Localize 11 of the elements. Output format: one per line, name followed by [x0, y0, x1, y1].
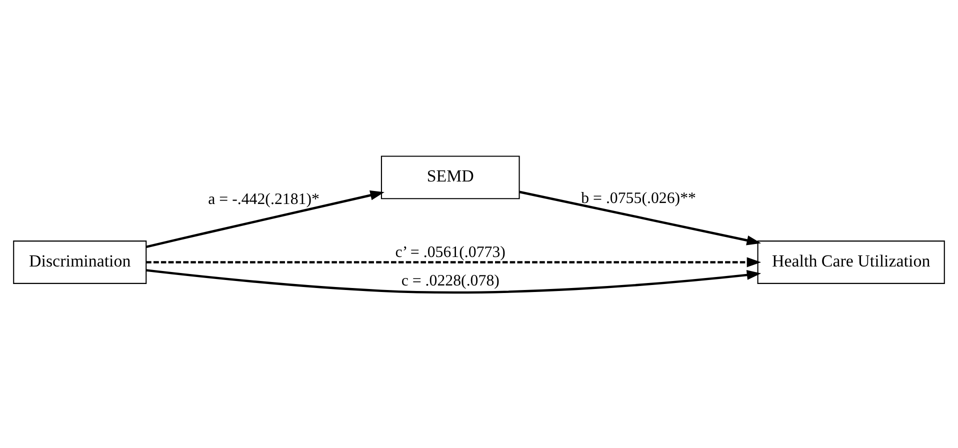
- arrow: [146, 190, 384, 248]
- node-box: Health Care Utilization: [757, 240, 945, 284]
- node-box: SEMD: [380, 155, 520, 199]
- edge-label: a = -.442(.2181)*: [208, 190, 320, 208]
- arrow: [146, 256, 762, 267]
- edge-label: c’ = .0561(.0773): [395, 243, 506, 260]
- arrow: [519, 190, 762, 245]
- arrow: [146, 268, 762, 294]
- node-box: Discrimination: [13, 240, 147, 284]
- edge-label: c = .0228(.078): [401, 272, 500, 290]
- edge-label: b = .0755(.026)**: [581, 189, 696, 206]
